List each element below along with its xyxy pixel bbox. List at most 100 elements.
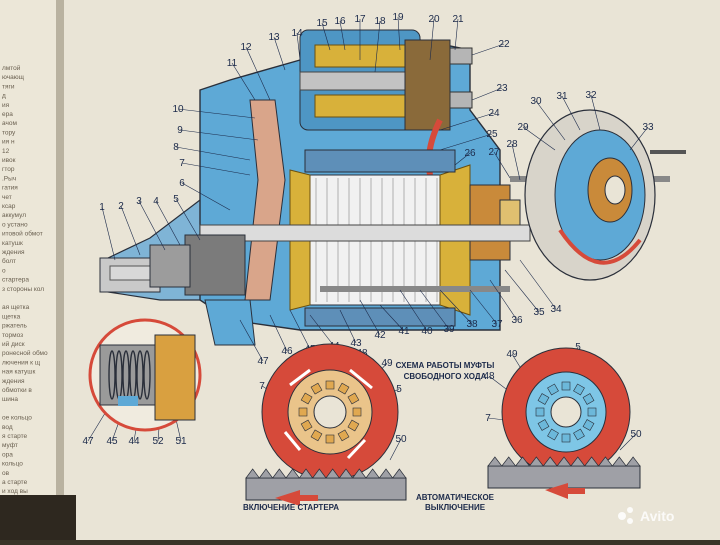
freewheel-clutch: [184, 234, 246, 296]
callout-number: 34: [550, 304, 562, 315]
gear-tooth: [337, 429, 350, 442]
left-page-fragment: д: [2, 93, 6, 100]
gear-tooth: [573, 428, 585, 441]
ring-gear-tooth: [298, 468, 314, 479]
callout-leader: [296, 32, 301, 61]
callout-leader: [101, 206, 116, 261]
callout-number: 16: [334, 16, 346, 27]
callout-leader: [590, 94, 601, 131]
ring-gear-tooth: [584, 456, 600, 467]
solenoid-cover: [404, 39, 451, 131]
callout-number: 5: [173, 194, 179, 205]
gear-tooth: [587, 407, 597, 417]
gear-tooth: [537, 419, 550, 431]
ring-gear-tooth: [487, 456, 503, 467]
callout-number: 39: [443, 324, 455, 335]
left-page-fragment: ера: [2, 111, 13, 118]
clutch-hub-teeth: [298, 380, 362, 444]
callout-number: 50: [395, 434, 407, 445]
spring-coil: [143, 350, 151, 400]
callout-leader: [309, 314, 335, 347]
left-page-fragment: стартера: [2, 277, 29, 284]
left-page-fragment: я старте: [2, 433, 27, 440]
left-page-fragment: ксар: [2, 203, 16, 210]
page-corner-shadow: [0, 495, 76, 545]
gear-tooth: [325, 380, 335, 390]
inset-collar: [154, 334, 196, 421]
gear-tooth: [337, 382, 350, 395]
callout-number: 27: [488, 147, 500, 158]
callout-leader: [522, 126, 556, 151]
callout-number: 2: [118, 201, 124, 212]
callout-number: 10: [172, 104, 184, 115]
callout-number: 33: [642, 122, 654, 133]
callout-number: 7: [485, 413, 491, 424]
callout-leader: [471, 43, 505, 56]
armature-shaft: [199, 224, 531, 242]
callout-number: 1: [99, 202, 105, 213]
shift-lever: [244, 99, 286, 301]
callout-leader: [561, 95, 581, 131]
starter-motor: [99, 29, 686, 346]
callout-number: 6: [179, 178, 185, 189]
callout-number: 47: [82, 436, 94, 447]
callout-leader: [181, 162, 251, 176]
caption-engage: ВКЛЮЧЕНИЕ СТАРТЕРА: [243, 503, 339, 512]
callout-leader: [179, 129, 259, 141]
left-page-fragment: ая щетка: [2, 304, 30, 311]
callout-leader: [629, 126, 649, 151]
callout-leader: [399, 289, 428, 332]
left-page-fragment: ючающ: [2, 74, 25, 81]
callout-number: 37: [491, 319, 503, 330]
callout-number: 31: [556, 91, 568, 102]
ring-gear-tooth: [542, 456, 558, 467]
callout-leader: [138, 200, 166, 251]
callout-number: 7: [179, 158, 185, 169]
left-page: [0, 0, 60, 540]
through-bolt: [320, 286, 510, 292]
callout-leader: [397, 16, 401, 51]
clutch-inset: [88, 318, 202, 432]
callout-leader: [120, 205, 141, 256]
left-page-fragment: лмтой: [2, 64, 21, 72]
callout-leader: [439, 289, 473, 325]
callout-number: 22: [498, 39, 510, 50]
ring-gear-tooth: [556, 456, 572, 467]
ring-gear-tooth: [271, 468, 287, 479]
callout-number: 19: [392, 12, 404, 23]
ring-gear-tooth: [611, 456, 627, 467]
clutch-hub-teeth-right: [535, 381, 597, 443]
ring-gear-tooth: [325, 468, 341, 479]
left-page-fragment: ронесной обмо: [2, 349, 48, 357]
callout-number: 38: [466, 319, 478, 330]
callout-number: 12: [240, 42, 252, 53]
scheme-title-line2: СВОБОДНОГО ХОДА: [404, 372, 487, 381]
callout-number: 45: [106, 436, 118, 447]
inset-ring: [118, 396, 138, 406]
left-page-fragment: болт: [2, 257, 16, 265]
left-page-fragment: ржатель: [2, 323, 28, 330]
rotation-arrow-left: [275, 490, 318, 506]
left-page-fragment: тору: [2, 129, 16, 136]
callout-leader: [339, 20, 346, 51]
avito-watermark: Avito: [618, 507, 674, 524]
ring-gear-tooth: [528, 456, 544, 467]
callout-number: 5: [575, 342, 581, 353]
gear-tooth: [547, 383, 559, 396]
callout-number: 11: [227, 58, 238, 69]
callout-number: 25: [486, 129, 498, 140]
callout-number: 15: [316, 18, 328, 29]
left-page-fragment: ждения: [2, 378, 25, 385]
callout-leader: [239, 319, 264, 362]
left-page-fragment: о: [2, 267, 6, 274]
callout-number: 30: [530, 96, 542, 107]
callout-leader: [175, 198, 201, 241]
callout-number: 21: [452, 14, 464, 25]
ring-gear-tooth: [501, 456, 517, 467]
brush-spring: [558, 228, 642, 265]
callout-number: 13: [268, 32, 280, 43]
callout-number: 49: [381, 358, 393, 369]
field-coil-bottom: [304, 307, 456, 327]
